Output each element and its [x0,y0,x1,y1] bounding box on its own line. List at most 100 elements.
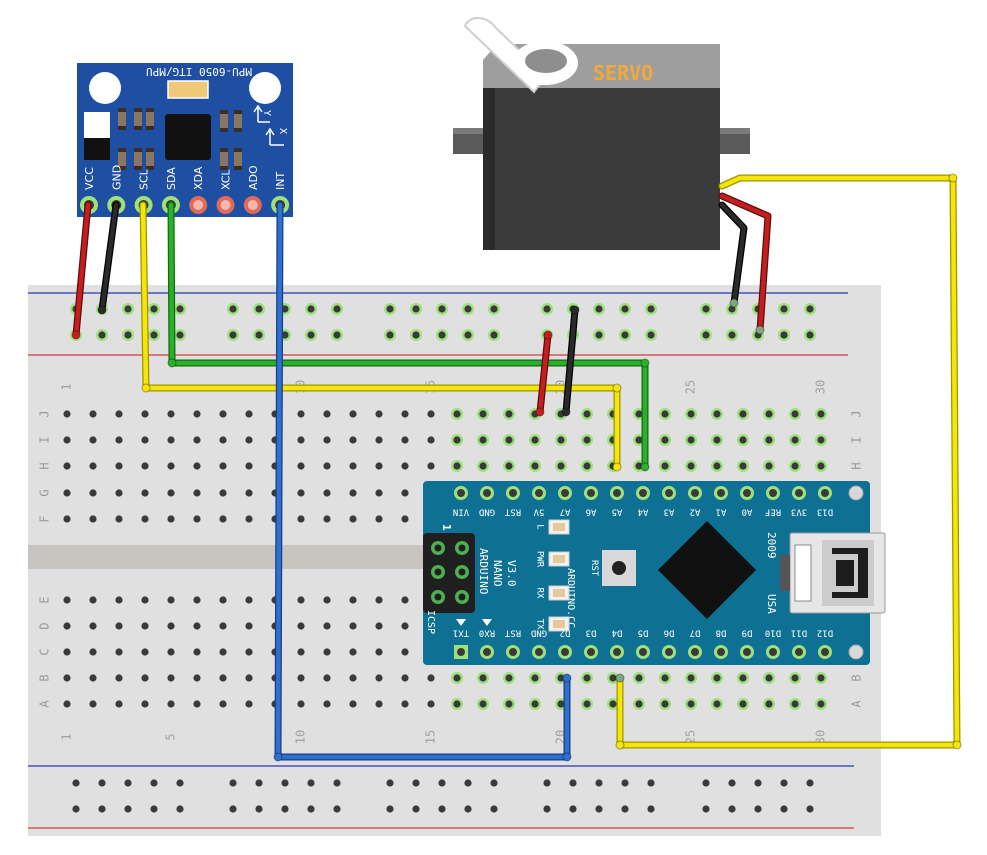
breadboard-hole[interactable] [661,436,669,444]
breadboard-hole[interactable] [167,462,175,470]
breadboard-hole[interactable] [245,410,253,418]
breadboard-hole[interactable] [297,596,305,604]
power-rail-hole[interactable] [647,779,655,787]
breadboard-hole[interactable] [115,700,123,708]
breadboard-hole[interactable] [453,436,461,444]
power-rail-hole[interactable] [307,305,315,313]
wire-servo-signal[interactable] [617,175,960,748]
power-rail-hole[interactable] [124,805,132,813]
power-rail-hole[interactable] [543,305,551,313]
breadboard-hole[interactable] [349,462,357,470]
nano-pin-bottom[interactable] [483,648,491,656]
breadboard-hole[interactable] [245,622,253,630]
breadboard-hole[interactable] [167,674,175,682]
breadboard-hole[interactable] [193,648,201,656]
breadboard-hole[interactable] [167,622,175,630]
breadboard-hole[interactable] [817,462,825,470]
breadboard-hole[interactable] [635,436,643,444]
breadboard-hole[interactable] [401,596,409,604]
breadboard-hole[interactable] [505,700,513,708]
breadboard-hole[interactable] [323,700,331,708]
nano-pin-bottom[interactable] [509,648,517,656]
power-rail-hole[interactable] [333,779,341,787]
breadboard-hole[interactable] [479,436,487,444]
breadboard-hole[interactable] [297,622,305,630]
breadboard-hole[interactable] [349,515,357,523]
breadboard-hole[interactable] [193,515,201,523]
breadboard-hole[interactable] [765,462,773,470]
nano-pin-bottom[interactable] [665,648,673,656]
power-rail-hole[interactable] [780,805,788,813]
breadboard-hole[interactable] [89,648,97,656]
power-rail-hole[interactable] [229,305,237,313]
breadboard-hole[interactable] [401,648,409,656]
breadboard-hole[interactable] [115,515,123,523]
breadboard-hole[interactable] [167,489,175,497]
icsp-pin[interactable] [458,593,466,601]
power-rail-hole[interactable] [150,805,158,813]
power-rail-hole[interactable] [595,305,603,313]
breadboard-hole[interactable] [63,515,71,523]
breadboard-hole[interactable] [739,410,747,418]
nano-pin-bottom[interactable] [743,648,751,656]
breadboard-hole[interactable] [427,410,435,418]
breadboard-hole[interactable] [141,648,149,656]
breadboard-hole[interactable] [583,410,591,418]
power-rail-hole[interactable] [229,331,237,339]
power-rail-hole[interactable] [255,779,263,787]
breadboard-hole[interactable] [219,674,227,682]
breadboard-hole[interactable] [635,410,643,418]
power-rail-hole[interactable] [806,331,814,339]
power-rail-hole[interactable] [464,805,472,813]
breadboard-hole[interactable] [427,674,435,682]
nano-pin-top[interactable] [717,489,725,497]
breadboard-hole[interactable] [89,410,97,418]
nano-pin-top[interactable] [769,489,777,497]
nano-pin-bottom[interactable] [769,648,777,656]
mpu-pin[interactable] [193,200,204,210]
breadboard-hole[interactable] [479,410,487,418]
breadboard-hole[interactable] [817,674,825,682]
breadboard-hole[interactable] [193,436,201,444]
breadboard-hole[interactable] [687,410,695,418]
breadboard-hole[interactable] [245,462,253,470]
wire-vcc[interactable] [73,202,91,338]
breadboard-hole[interactable] [115,489,123,497]
breadboard-hole[interactable] [505,410,513,418]
breadboard-hole[interactable] [219,648,227,656]
breadboard-hole[interactable] [661,674,669,682]
power-rail-hole[interactable] [702,805,710,813]
nano-pin-bottom[interactable] [821,648,829,656]
breadboard-hole[interactable] [219,462,227,470]
breadboard-hole[interactable] [141,436,149,444]
breadboard-hole[interactable] [401,700,409,708]
breadboard-hole[interactable] [89,462,97,470]
power-rail-hole[interactable] [176,305,184,313]
power-rail-hole[interactable] [464,779,472,787]
nano-pin-bottom[interactable] [535,648,543,656]
power-rail-hole[interactable] [647,805,655,813]
breadboard-hole[interactable] [817,410,825,418]
breadboard-hole[interactable] [375,700,383,708]
power-rail-hole[interactable] [176,331,184,339]
power-rail-hole[interactable] [307,805,315,813]
nano-pin-top[interactable] [509,489,517,497]
breadboard-hole[interactable] [765,436,773,444]
breadboard-hole[interactable] [63,489,71,497]
breadboard-hole[interactable] [63,462,71,470]
breadboard-hole[interactable] [245,596,253,604]
breadboard-hole[interactable] [193,596,201,604]
power-rail-hole[interactable] [307,779,315,787]
breadboard-hole[interactable] [193,622,201,630]
power-rail-hole[interactable] [647,305,655,313]
power-rail-hole[interactable] [150,305,158,313]
power-rail-hole[interactable] [176,779,184,787]
breadboard-hole[interactable] [479,700,487,708]
breadboard-hole[interactable] [349,410,357,418]
power-rail-hole[interactable] [438,805,446,813]
power-rail-hole[interactable] [72,779,80,787]
breadboard-hole[interactable] [141,515,149,523]
breadboard-hole[interactable] [817,436,825,444]
icsp-pin[interactable] [458,568,466,576]
breadboard-hole[interactable] [323,462,331,470]
